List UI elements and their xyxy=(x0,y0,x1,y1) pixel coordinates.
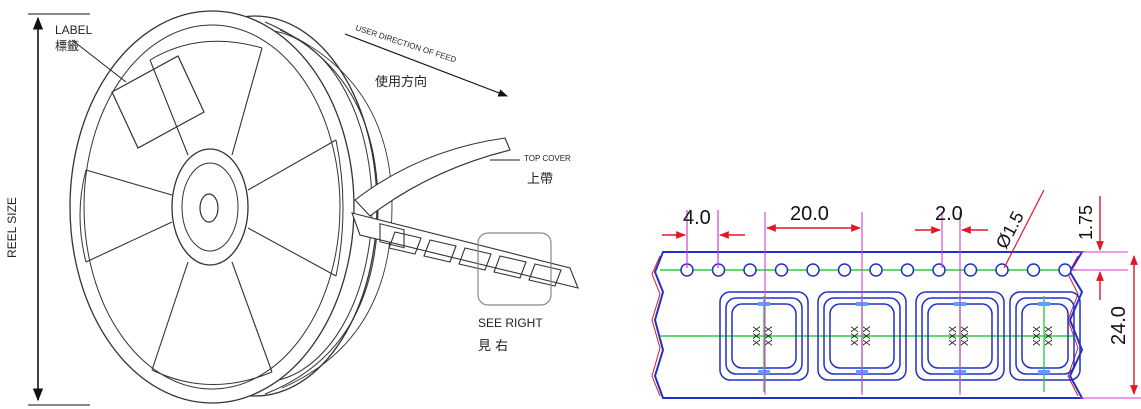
see-right-callout xyxy=(477,232,552,306)
sprocket-holes xyxy=(680,263,1072,277)
sprocket-hole xyxy=(1026,263,1041,277)
label-caption: LABEL xyxy=(55,23,93,37)
reel-label-area xyxy=(111,55,205,149)
sprocket-hole xyxy=(900,263,915,277)
feed-direction-caption-zh: 使用方向 xyxy=(375,74,427,90)
see-right-caption: SEE RIGHT xyxy=(478,316,543,330)
pocket-marking: XXX xyxy=(752,326,763,346)
pocket-marking: XXX xyxy=(862,326,873,346)
pocket-marking: XXX xyxy=(850,326,861,346)
dim-pocket-pitch: 20.0 xyxy=(790,203,829,225)
dim-offset: 2.0 xyxy=(935,203,963,225)
feed-direction-arrow xyxy=(344,33,508,97)
sprocket-hole xyxy=(1058,263,1072,277)
sprocket-hole xyxy=(806,263,820,277)
top-cover-caption-zh: 上帶 xyxy=(527,172,553,187)
pocket-marking: XXX xyxy=(1032,326,1043,346)
top-cover-strip xyxy=(354,137,511,217)
sprocket-hole xyxy=(837,263,852,277)
pocket-marking: XXX xyxy=(764,326,775,346)
pocket-marking: XXX xyxy=(1044,326,1055,346)
dim-hole-diameter: Ø1.5 xyxy=(992,208,1028,252)
label-caption-zh: 標籤 xyxy=(55,38,79,53)
sprocket-hole xyxy=(743,263,757,277)
top-cover-caption: TOP COVER xyxy=(524,154,571,163)
see-right-caption-zh: 見 右 xyxy=(478,339,508,354)
pocket-marking: XXX xyxy=(960,326,971,346)
pocket-marking: XXX xyxy=(948,326,959,346)
reel-drawing xyxy=(69,10,579,404)
reel-size-caption: REEL SIZE xyxy=(5,197,19,258)
dim-hole-pitch: 4.0 xyxy=(683,207,711,229)
sprocket-hole xyxy=(995,263,1009,277)
sprocket-hole xyxy=(932,263,946,277)
sprocket-hole xyxy=(963,263,978,277)
sprocket-hole xyxy=(869,263,883,277)
reel-hub xyxy=(171,148,249,266)
dim-edge-distance: 1.75 xyxy=(1076,205,1096,240)
sprocket-hole xyxy=(774,263,789,277)
dim-tape-width: 24.0 xyxy=(1108,306,1130,345)
carrier-tape-segment xyxy=(351,212,579,289)
reel-spindle-hole xyxy=(199,193,219,223)
reel-size-dimension xyxy=(28,13,90,406)
tape-dimensions xyxy=(662,189,1141,399)
